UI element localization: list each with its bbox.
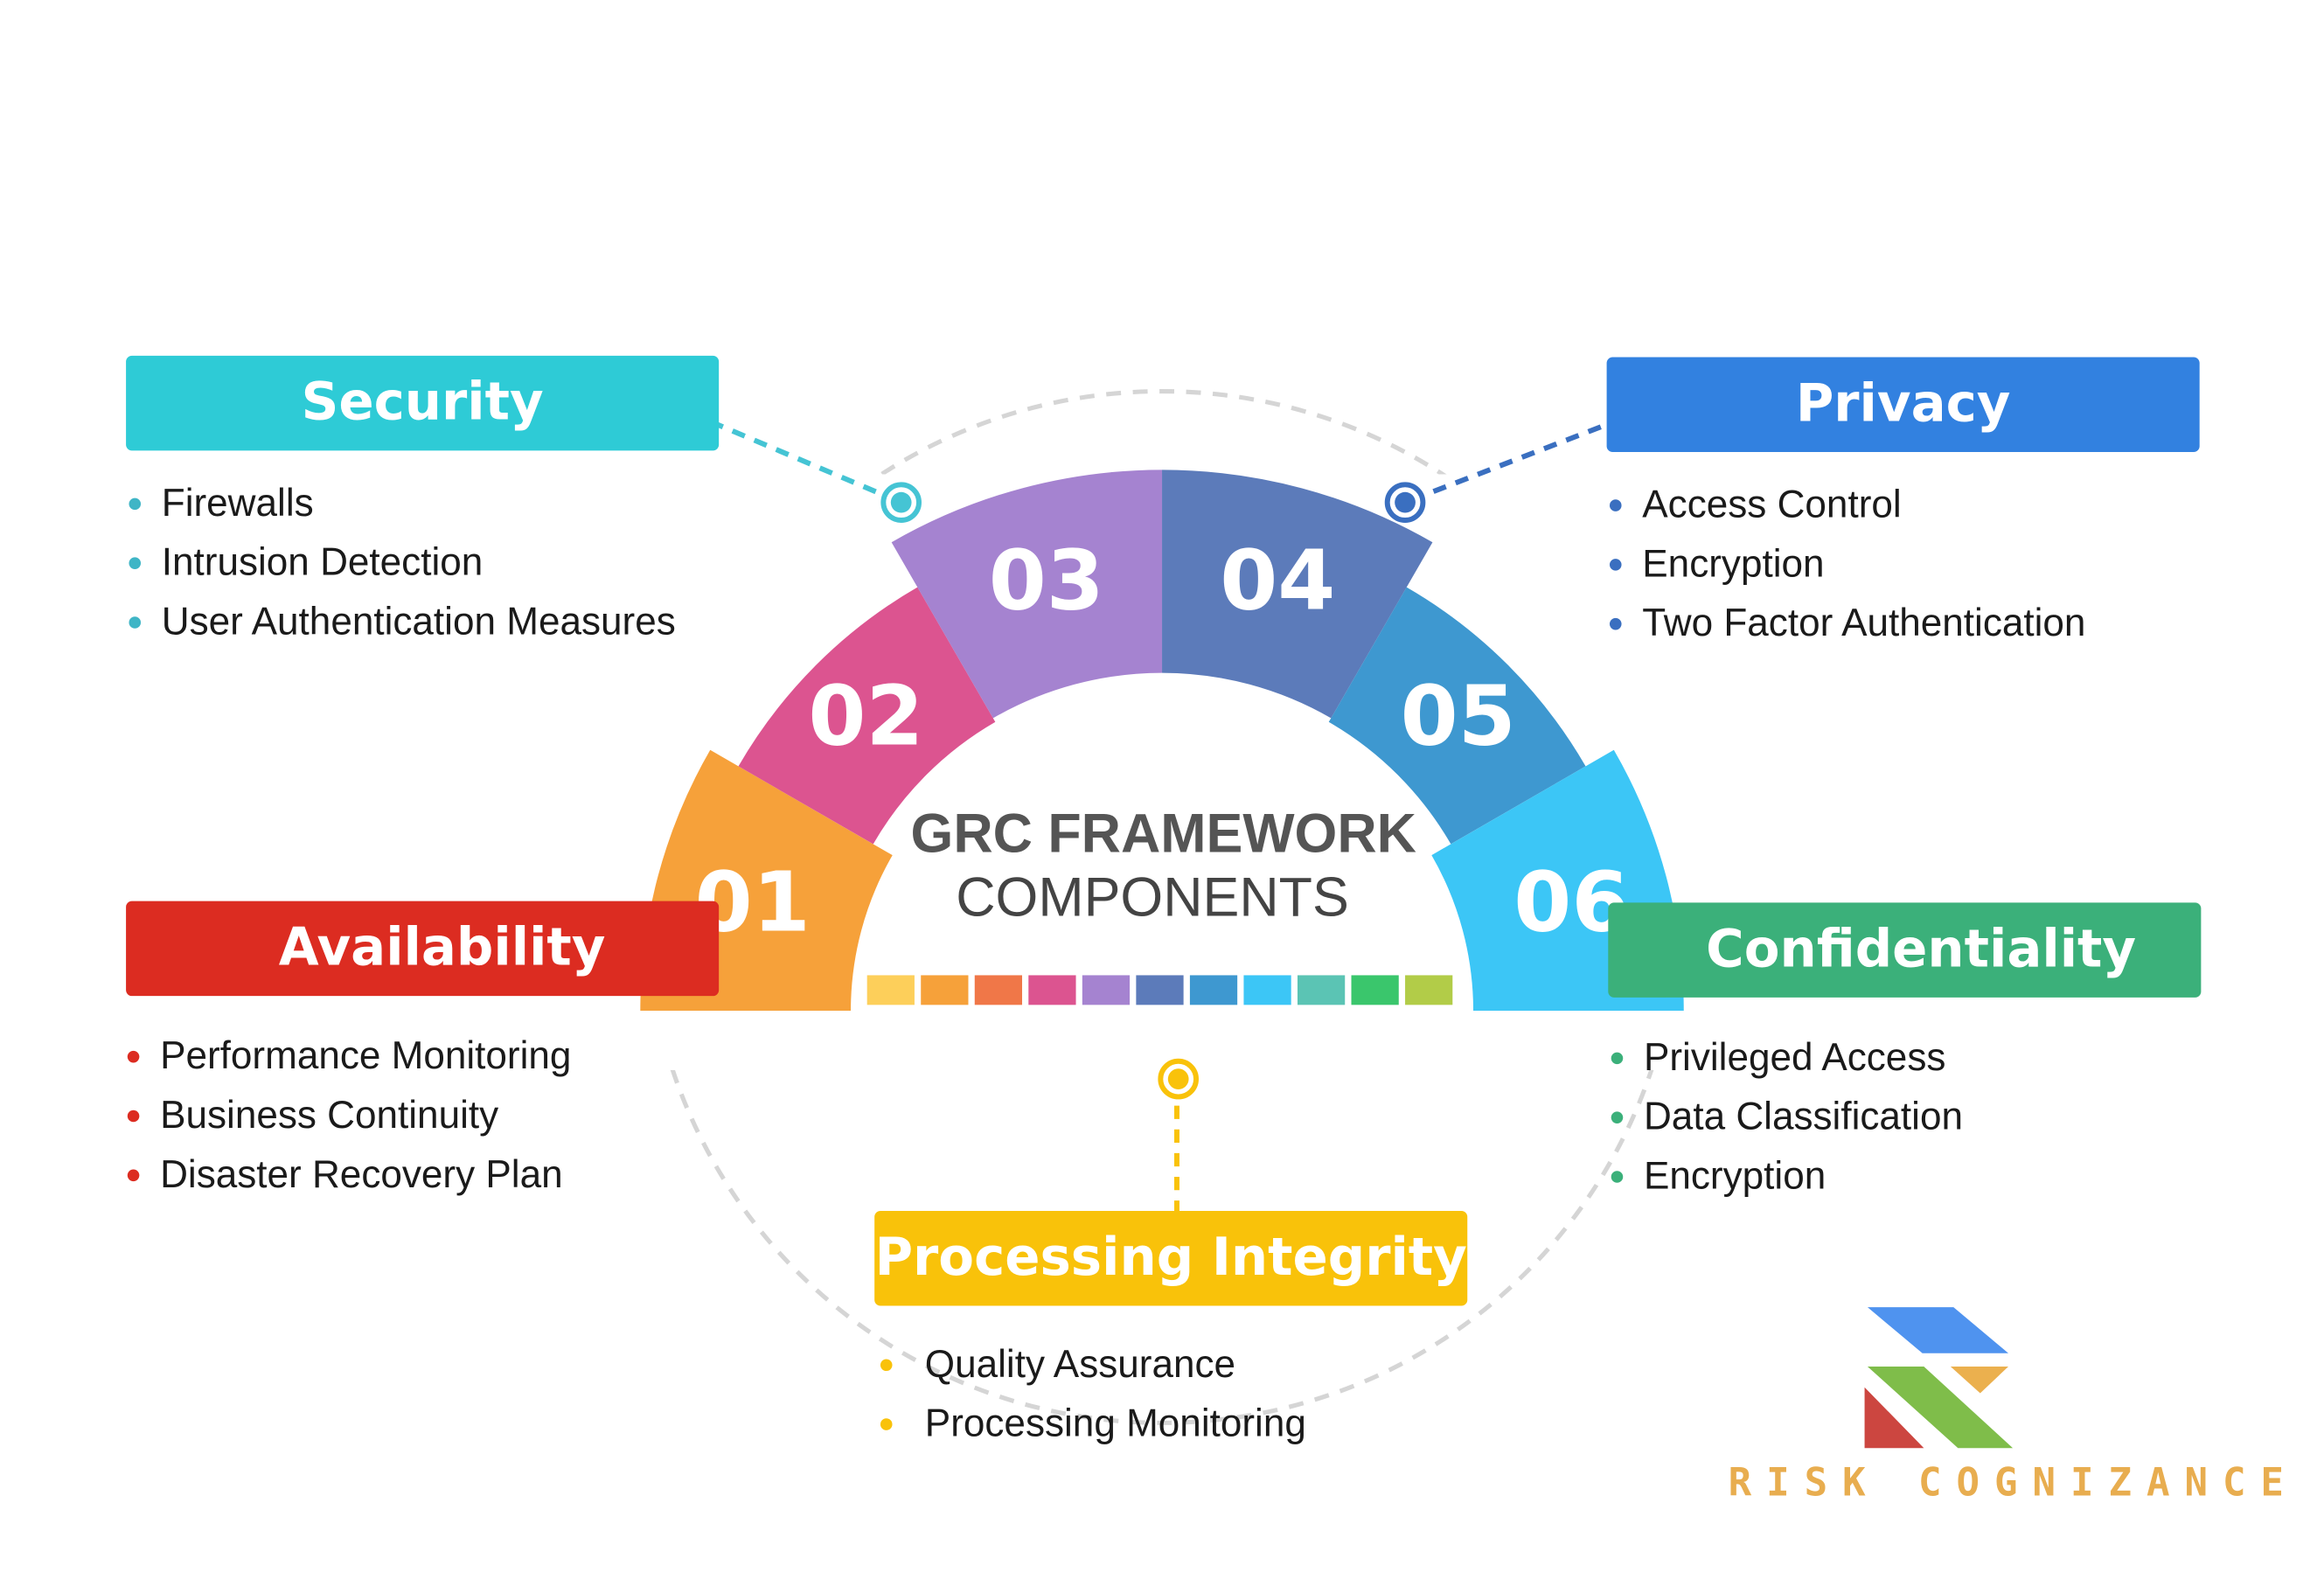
item-text: Data Classification: [1643, 1094, 1963, 1138]
gauge-segment-02: [738, 587, 996, 845]
color-swatch: [1189, 975, 1238, 1005]
color-swatch: [1351, 975, 1399, 1005]
security-list: Firewalls Intrusion Detection User Authe…: [126, 473, 676, 650]
color-swatch: [921, 975, 969, 1005]
color-swatch: [1136, 975, 1184, 1005]
item-text: Disaster Recovery Plan: [160, 1151, 563, 1197]
privacy-header: Privacy: [1606, 357, 2200, 453]
bullet-icon: [1609, 499, 1622, 511]
security-connector: [665, 400, 902, 505]
segment-number: 05: [1401, 668, 1516, 764]
list-item: Performance Monitoring: [124, 1026, 571, 1085]
item-text: Access Control: [1642, 481, 1902, 526]
diagram-subtitle: COMPONENTS: [956, 866, 1349, 929]
item-text: Processing Monitoring: [924, 1400, 1306, 1445]
bullet-icon: [129, 616, 142, 629]
color-swatch: [1243, 975, 1291, 1005]
list-item: Quality Assurance: [878, 1334, 1306, 1394]
gauge-segment-03: [891, 470, 1163, 719]
segment-number: 03: [989, 532, 1104, 629]
item-text: Firewalls: [161, 480, 314, 525]
confidentiality-list: Privileged Access Data Classification En…: [1608, 1027, 1963, 1205]
availability-header: Availability: [126, 901, 720, 997]
bullet-icon: [127, 1050, 140, 1063]
color-swatch: [866, 975, 915, 1005]
color-swatch: [1028, 975, 1076, 1005]
item-text: Performance Monitoring: [160, 1033, 572, 1078]
list-item: Encryption: [1607, 533, 2086, 593]
item-text: Two Factor Authentication: [1642, 600, 2086, 645]
security-marker-icon-dot: [890, 491, 912, 513]
confidentiality-header: Confidentiality: [1608, 902, 2202, 998]
bullet-icon: [880, 1359, 893, 1372]
item-text: Quality Assurance: [924, 1341, 1236, 1387]
gauge-segment-05: [1328, 587, 1586, 845]
diagram-title: GRC FRAMEWORK: [910, 803, 1416, 865]
list-item: Data Classification: [1608, 1087, 1963, 1146]
item-text: Encryption: [1643, 1152, 1826, 1198]
list-item: Business Continuity: [124, 1085, 571, 1144]
item-text: Privileged Access: [1643, 1034, 1946, 1080]
list-item: Privileged Access: [1608, 1027, 1963, 1087]
bullet-icon: [127, 1169, 140, 1182]
color-swatch: [1405, 975, 1453, 1005]
color-swatch: [1082, 975, 1131, 1005]
list-item: Disaster Recovery Plan: [124, 1144, 571, 1204]
processing-integrity-list: Quality Assurance Processing Monitoring: [878, 1334, 1306, 1453]
color-swatch: [974, 975, 1023, 1005]
list-item: Two Factor Authentication: [1607, 593, 2086, 652]
bullet-icon: [1611, 1171, 1624, 1183]
privacy-connector: [1403, 424, 1602, 505]
list-item: Encryption: [1608, 1145, 1963, 1205]
list-item: Processing Monitoring: [878, 1393, 1306, 1452]
privacy-marker-icon-dot: [1395, 491, 1416, 513]
bullet-icon: [1609, 617, 1622, 630]
security-header: Security: [126, 355, 720, 451]
availability-list: Performance Monitoring Business Continui…: [124, 1026, 571, 1203]
integrity-marker-icon-dot: [1167, 1068, 1189, 1089]
segment-number: 02: [808, 668, 923, 764]
bullet-icon: [1611, 1052, 1624, 1065]
bullet-icon: [129, 497, 142, 511]
bullet-icon: [127, 1110, 140, 1123]
bullet-icon: [129, 557, 142, 569]
item-text: Business Continuity: [160, 1092, 499, 1137]
item-text: Intrusion Detection: [161, 539, 484, 584]
list-item: User Authentication Measures: [126, 591, 676, 650]
bullet-icon: [880, 1418, 893, 1430]
bullet-icon: [1609, 559, 1622, 571]
list-item: Access Control: [1607, 474, 2086, 533]
bullet-icon: [1611, 1111, 1624, 1123]
segment-number: 04: [1220, 532, 1335, 629]
color-swatch: [1297, 975, 1346, 1005]
list-item: Intrusion Detection: [126, 532, 676, 592]
gauge-segment-04: [1162, 470, 1433, 719]
item-text: Encryption: [1642, 540, 1825, 586]
processing-integrity-header: Processing Integrity: [874, 1210, 1468, 1306]
logo-text: RISK COGNIZANCE: [1728, 1461, 2299, 1506]
privacy-list: Access Control Encryption Two Factor Aut…: [1607, 474, 2086, 652]
list-item: Firewalls: [126, 473, 676, 532]
item-text: User Authentication Measures: [161, 598, 676, 643]
